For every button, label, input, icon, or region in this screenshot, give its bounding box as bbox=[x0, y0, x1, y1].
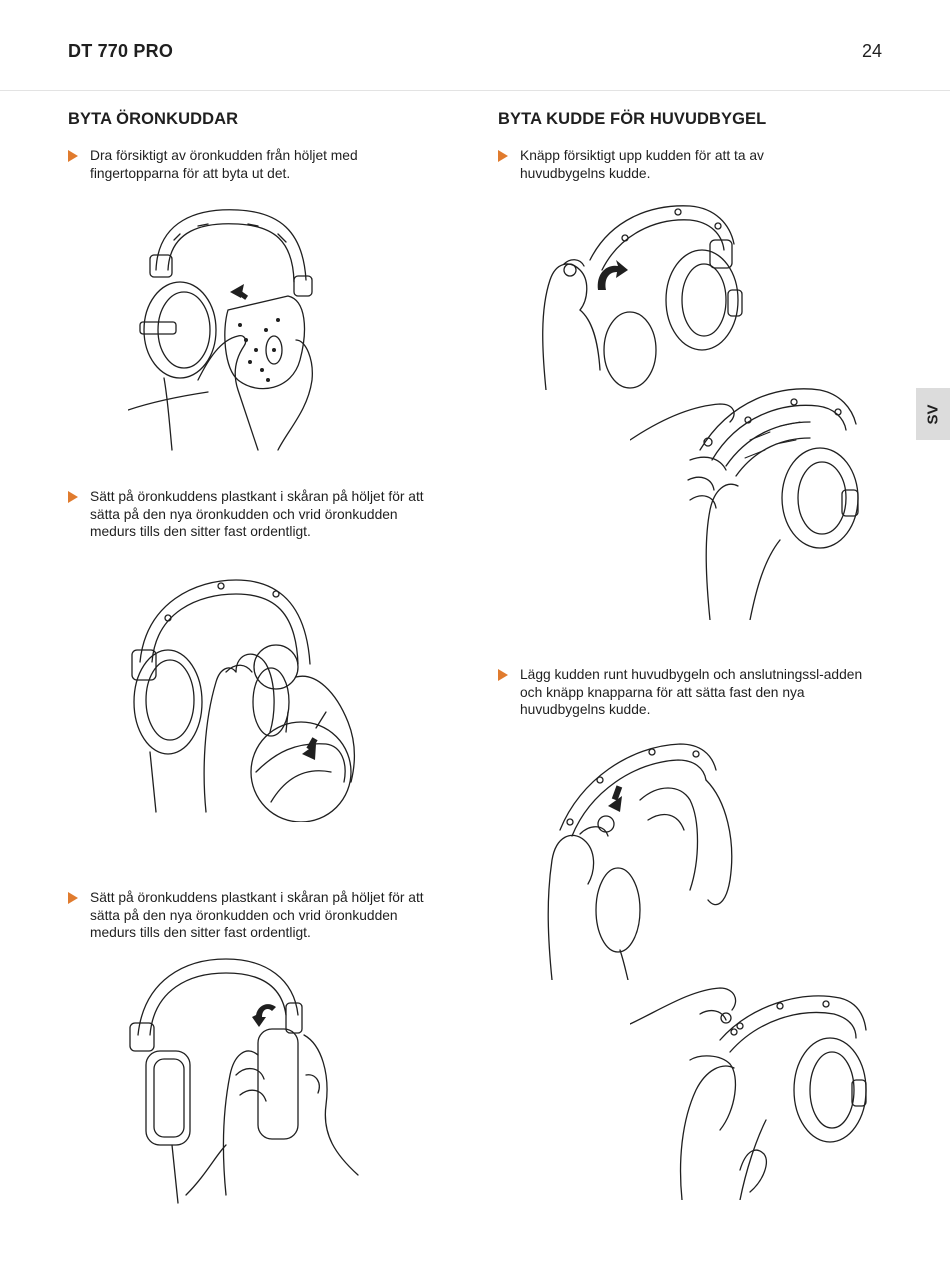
insert-earpad-illustration bbox=[126, 572, 361, 822]
step-text: Lägg kudden runt huvudbygeln och anslutn… bbox=[520, 667, 863, 718]
step-text: Sätt på öronkuddens plastkant i skåran p… bbox=[90, 489, 424, 540]
step-text: Dra försiktigt av öronkudden från höljet… bbox=[90, 148, 358, 181]
language-tab: SV bbox=[916, 388, 950, 440]
bullet-arrow-icon bbox=[68, 491, 78, 503]
bullet-arrow-icon bbox=[68, 150, 78, 162]
step-insert-earpad: Sätt på öronkuddens plastkant i skåran p… bbox=[68, 488, 436, 541]
step-place-headband-cushion: Lägg kudden runt huvudbygeln och anslutn… bbox=[498, 666, 876, 719]
page-number: 24 bbox=[861, 41, 882, 61]
remove-earpad-illustration bbox=[128, 200, 328, 455]
snap-headband-buttons-illustration bbox=[630, 970, 870, 1200]
unsnap-headband-illustration bbox=[540, 200, 750, 390]
step-rotate-earpad: Sätt på öronkuddens plastkant i skåran p… bbox=[68, 889, 436, 942]
rotate-earpad-illustration bbox=[126, 955, 361, 1205]
language-tab-label: SV bbox=[924, 403, 942, 425]
bullet-arrow-icon bbox=[68, 892, 78, 904]
section-heading-headband: BYTA KUDDE FÖR HUVUDBYGEL bbox=[498, 110, 767, 128]
bullet-arrow-icon bbox=[498, 150, 508, 162]
headband-removed-illustration bbox=[630, 380, 865, 620]
step-remove-earpad: Dra försiktigt av öronkudden från höljet… bbox=[68, 147, 428, 182]
step-unsnap-headband: Knäpp försiktigt upp kudden för att ta a… bbox=[498, 147, 838, 182]
step-text: Sätt på öronkuddens plastkant i skåran p… bbox=[90, 890, 424, 941]
section-heading-earpads: BYTA ÖRONKUDDAR bbox=[68, 110, 239, 128]
bullet-arrow-icon bbox=[498, 669, 508, 681]
header-divider bbox=[0, 90, 950, 91]
place-headband-cushion-illustration bbox=[540, 740, 750, 980]
document-title: DT 770 PRO bbox=[68, 41, 174, 61]
step-text: Knäpp försiktigt upp kudden för att ta a… bbox=[520, 148, 764, 181]
